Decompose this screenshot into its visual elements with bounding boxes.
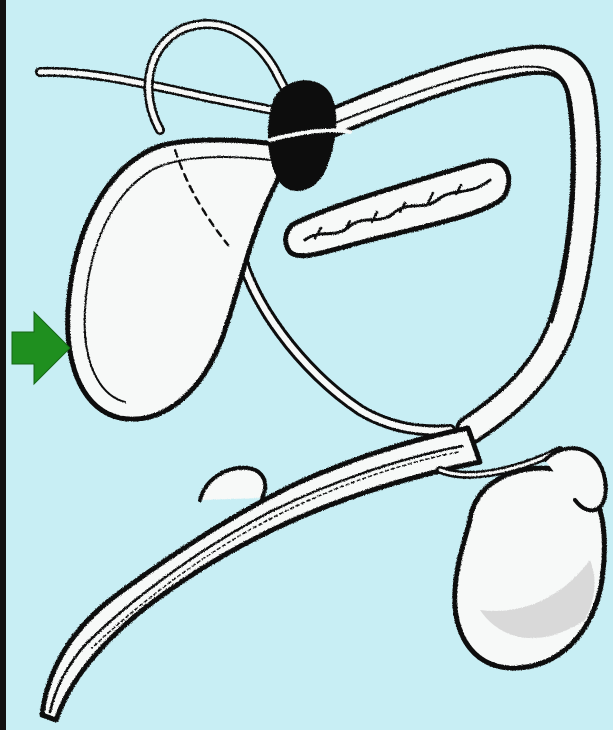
arrow-right-icon	[12, 312, 70, 384]
bulb	[200, 468, 265, 500]
ejaculatory-duct	[240, 250, 450, 430]
